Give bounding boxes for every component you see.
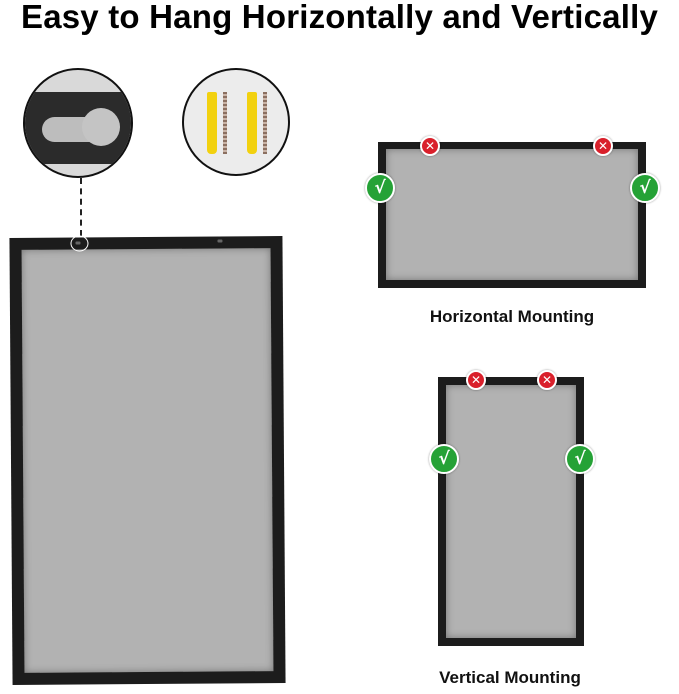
- check-icon: √: [429, 444, 459, 474]
- cross-icon: ✕: [420, 136, 440, 156]
- check-icon: √: [565, 444, 595, 474]
- check-icon: √: [365, 173, 395, 203]
- frame-panel: [21, 248, 274, 673]
- vertical-mounting-label: Vertical Mounting: [439, 668, 581, 687]
- screw-icon: [263, 92, 267, 154]
- frame-panel: [446, 385, 576, 638]
- dashed-connector: [80, 178, 82, 236]
- keyhole-round-icon: [82, 108, 120, 146]
- vertical-frame: [438, 377, 584, 646]
- large-frame: [9, 235, 286, 685]
- check-icon: √: [630, 173, 660, 203]
- keyhole-detail-circle: [23, 68, 133, 178]
- horizontal-frame: [378, 142, 646, 288]
- hook-icon: [217, 239, 223, 243]
- headline: Easy to Hang Horizontally and Vertically: [20, 0, 658, 35]
- horizontal-mounting-label: Horizontal Mounting: [429, 307, 595, 326]
- frame-panel: [386, 149, 638, 280]
- hook-icon: [75, 241, 81, 245]
- wall-anchor-icon: [247, 92, 257, 154]
- screws-anchors-circle: [182, 68, 290, 176]
- wall-anchor-icon: [207, 92, 217, 154]
- screw-icon: [223, 92, 227, 154]
- cross-icon: ✕: [537, 370, 557, 390]
- cross-icon: ✕: [466, 370, 486, 390]
- cross-icon: ✕: [593, 136, 613, 156]
